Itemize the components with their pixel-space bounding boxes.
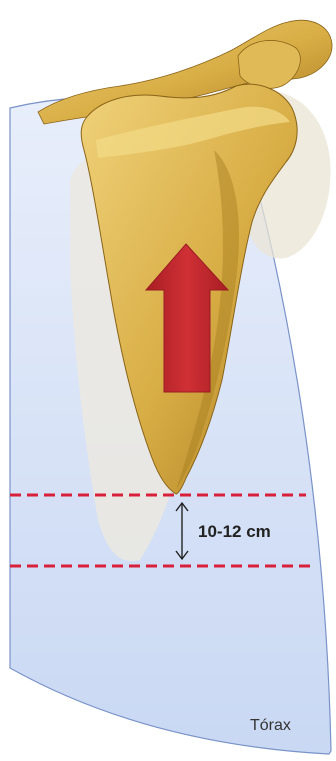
measurement-label: 10-12 cm (198, 522, 271, 541)
acromion-process (238, 40, 300, 88)
thorax-label: Tórax (250, 717, 291, 734)
